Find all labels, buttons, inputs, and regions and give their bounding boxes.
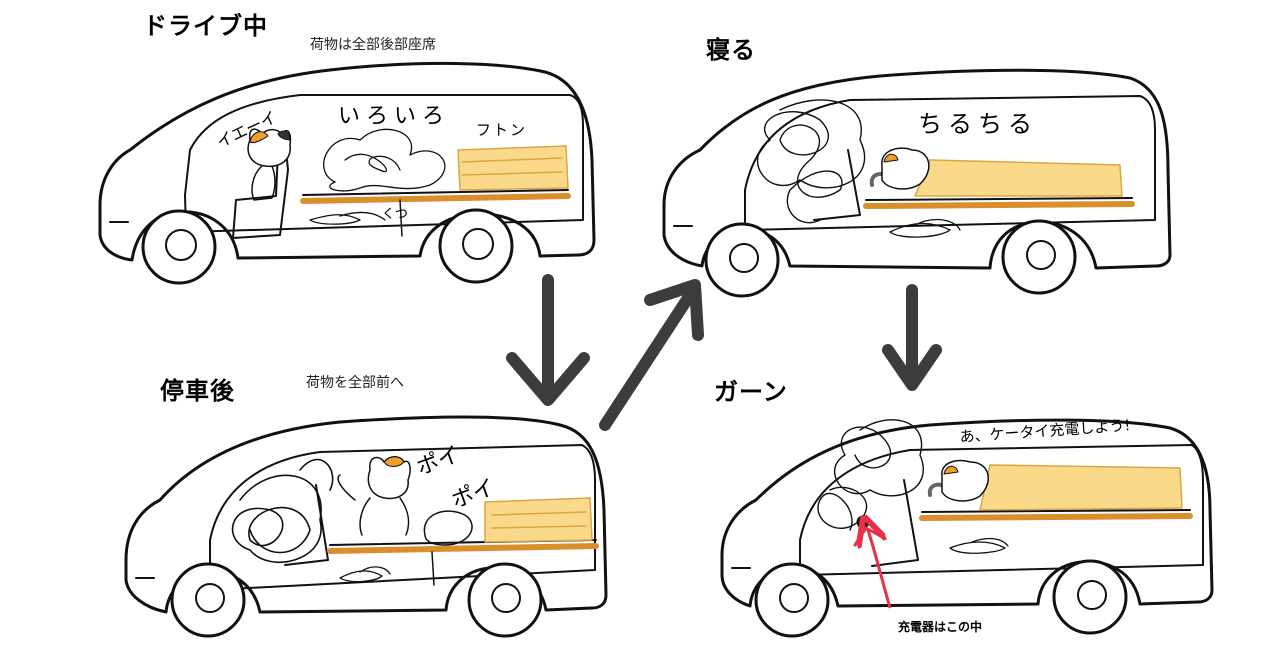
label-sleep-sound: ちるちる	[918, 110, 1038, 138]
panel-subtitle-parked: 荷物を全部前へ	[306, 375, 404, 391]
arrow-parked-to-sleeping	[599, 289, 696, 431]
label-shoes: くつ	[382, 207, 408, 222]
label-stuff: いろいろ	[338, 104, 450, 129]
panel-title-driving: ドライブ中	[143, 12, 268, 40]
label-futon: フトン	[476, 121, 527, 139]
van-oops	[720, 418, 1214, 638]
van-driving	[98, 61, 596, 285]
label-toss-1: ポイ	[414, 442, 464, 481]
panel-title-sleeping: 寝る	[706, 36, 756, 64]
flow-arrows	[506, 274, 942, 431]
panel-title-oops: ガーン	[714, 378, 788, 406]
van-parked	[124, 415, 608, 638]
panel-title-parked: 停車後	[160, 377, 235, 405]
van-sleeping	[662, 68, 1172, 298]
charger-pointer-arrow	[868, 530, 892, 609]
panel-subtitle-driving: 荷物は全部後部座席	[310, 37, 436, 53]
label-charger-note: 充電器はこの中	[898, 619, 982, 634]
